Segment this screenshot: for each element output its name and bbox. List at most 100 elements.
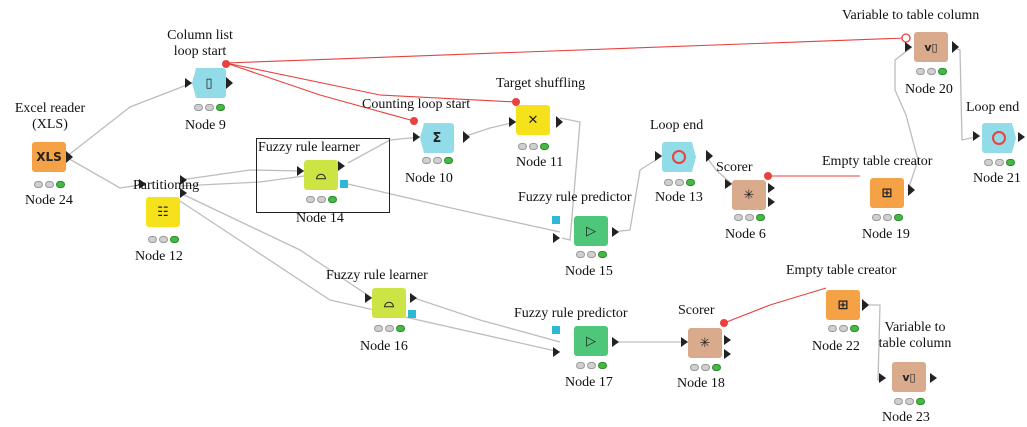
inport-14 xyxy=(297,166,304,176)
inport-17 xyxy=(553,347,560,357)
node-20-variable-to-table-column[interactable]: v▯ xyxy=(914,32,948,62)
node-18-id: Node 18 xyxy=(677,376,725,391)
node-15-fuzzy-rule-predictor[interactable]: ▷ xyxy=(574,216,608,246)
flowvar-9-10 xyxy=(225,62,415,122)
node-24-title: Excel reader(XLS) xyxy=(14,101,86,132)
node-11-target-shuffling[interactable]: ✕ xyxy=(516,105,550,135)
port-23 xyxy=(930,373,937,383)
port-17 xyxy=(612,337,619,347)
node-22-id: Node 22 xyxy=(812,339,860,354)
node-19-empty-table-creator[interactable]: ⊞ xyxy=(870,178,904,208)
flowvar-18-22 xyxy=(723,287,827,324)
node-10-counting-loop-start[interactable]: Σ xyxy=(420,123,454,153)
connection-10-11 xyxy=(462,121,517,138)
port-6a xyxy=(768,183,775,193)
node-21-title: Loop end xyxy=(966,100,1020,115)
node-23-status xyxy=(892,398,926,406)
inport-6 xyxy=(725,179,732,189)
node-12-partitioning[interactable]: ☷ xyxy=(146,197,180,227)
node-6-status xyxy=(732,214,766,222)
node-18-scorer[interactable]: ✳ xyxy=(688,328,722,358)
node-21-loop-end[interactable] xyxy=(982,123,1016,153)
connection-19-20 xyxy=(894,46,919,191)
node-16-status xyxy=(372,325,406,333)
model-port-16 xyxy=(408,310,416,318)
node-19-id: Node 19 xyxy=(862,227,910,242)
node-19-status xyxy=(870,214,904,222)
node-17-status xyxy=(574,362,608,370)
port-9 xyxy=(226,77,233,89)
node-10-status xyxy=(420,157,454,165)
learner-icon: ⌓ xyxy=(383,295,395,311)
node-16-fuzzy-rule-learner[interactable]: ⌓ xyxy=(372,288,406,318)
port-18a xyxy=(724,335,731,345)
node-17-fuzzy-rule-predictor[interactable]: ▷ xyxy=(574,326,608,356)
node-23-variable-to-table-column[interactable]: v▯ xyxy=(892,362,926,392)
inport-10 xyxy=(413,132,420,142)
port-13 xyxy=(706,150,713,162)
node-21-status xyxy=(982,159,1016,167)
node-22-empty-table-creator[interactable]: ⊞ xyxy=(826,290,860,320)
connection-24-12 xyxy=(65,156,147,189)
node-10-id: Node 10 xyxy=(405,171,453,186)
port-6b xyxy=(768,197,775,207)
variable-icon: v▯ xyxy=(924,40,938,54)
port-19 xyxy=(908,184,915,196)
node-6-scorer[interactable]: ✳ xyxy=(732,180,766,210)
node-13-status xyxy=(662,179,696,187)
table-create-icon: ⊞ xyxy=(837,297,849,313)
inport-9 xyxy=(185,78,192,88)
flowvar-port-10 xyxy=(410,117,418,125)
node-9-status xyxy=(192,104,226,112)
connection-15-13 xyxy=(611,155,663,233)
model-port-15 xyxy=(552,216,560,224)
port-15 xyxy=(612,227,619,237)
selection-box-node-14 xyxy=(256,138,390,213)
node-24-excel-reader[interactable]: XLS xyxy=(32,142,66,172)
port-14 xyxy=(338,161,345,171)
port-21 xyxy=(1018,132,1025,142)
node-14-fuzzy-rule-learner[interactable]: ⌓ xyxy=(304,160,338,190)
node-18-title: Scorer xyxy=(678,303,715,318)
loop-start-icon: ▯ xyxy=(205,75,213,91)
counting-loop-icon: Σ xyxy=(432,130,442,146)
node-13-loop-end[interactable] xyxy=(662,142,696,172)
learner-icon: ⌓ xyxy=(315,167,327,183)
inport-12 xyxy=(139,179,146,189)
node-11-status xyxy=(516,143,550,151)
flowvar-port-18 xyxy=(720,319,728,327)
port-22 xyxy=(862,299,869,311)
node-23-id: Node 23 xyxy=(882,410,930,425)
node-18-status xyxy=(688,364,722,372)
port-20 xyxy=(952,41,959,53)
port-12a xyxy=(180,175,187,185)
node-20-id: Node 20 xyxy=(905,82,953,97)
port-18b xyxy=(724,349,731,359)
node-16-id: Node 16 xyxy=(360,339,408,354)
node-11-id: Node 11 xyxy=(516,155,564,170)
shuffle-icon: ✕ xyxy=(527,112,539,128)
node-12-title: Partitioning xyxy=(133,178,200,193)
node-24-id: Node 24 xyxy=(25,193,73,208)
loop-end-icon xyxy=(992,131,1006,145)
inport-23 xyxy=(879,373,886,383)
connection-16-17 xyxy=(413,297,561,343)
inport-11 xyxy=(509,117,516,127)
port-12b xyxy=(180,188,187,198)
inport-15 xyxy=(553,233,560,243)
node-9-column-list-loop-start[interactable]: ▯ xyxy=(192,68,226,98)
flowvar-9-20 xyxy=(225,37,907,64)
node-14-id: Node 14 xyxy=(296,211,344,226)
flowvar-port-6 xyxy=(764,172,772,180)
node-17-title: Fuzzy rule predictor xyxy=(514,306,628,321)
node-21-id: Node 21 xyxy=(973,171,1021,186)
node-12-id: Node 12 xyxy=(135,249,183,264)
node-15-id: Node 15 xyxy=(565,264,613,279)
inport-18 xyxy=(681,337,688,347)
scorer-icon: ✳ xyxy=(743,187,755,203)
node-9-id: Node 9 xyxy=(185,118,226,133)
variable-icon: v▯ xyxy=(902,370,916,384)
flowvar-port-9 xyxy=(222,60,230,68)
